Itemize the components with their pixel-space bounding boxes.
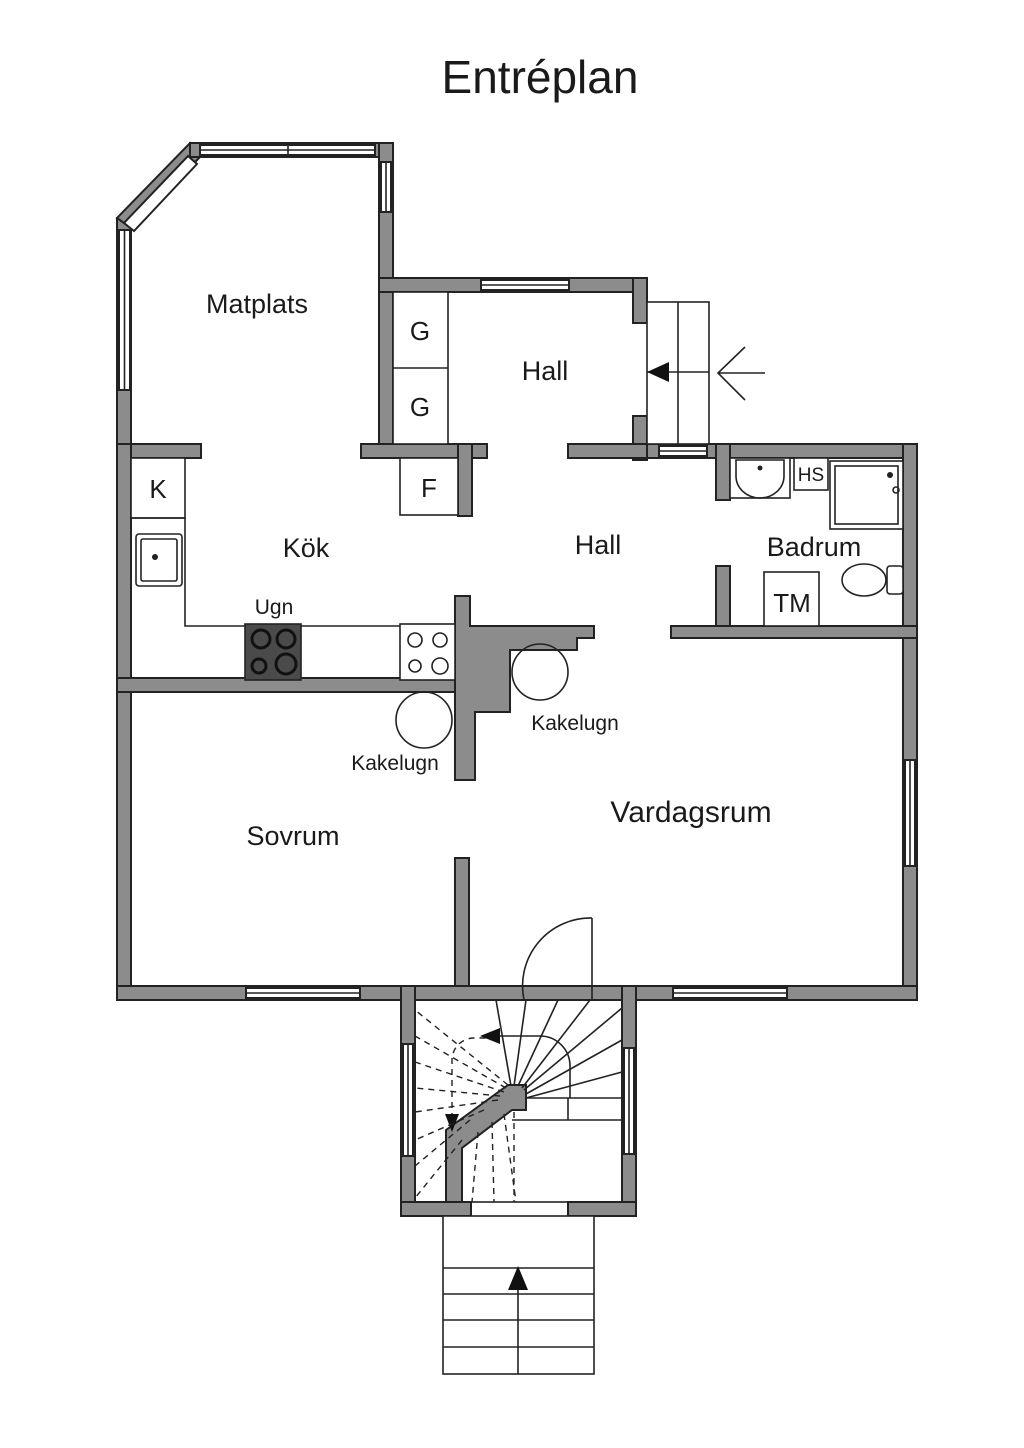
- stair-handrail: [500, 1035, 571, 1098]
- wall-south: [116, 985, 918, 1001]
- wall-frys-side: [457, 443, 473, 517]
- door-swing: [521, 917, 593, 1001]
- room-label-vardagsrum: Vardagsrum: [610, 796, 771, 829]
- windows: [118, 144, 916, 1157]
- hall-closets: G G F: [392, 291, 459, 516]
- tm-box: [763, 571, 820, 627]
- room-label-hall-upper: Hall: [522, 356, 569, 386]
- entrance-steps-east: [646, 301, 765, 445]
- interior-stair: [414, 999, 623, 1203]
- wall-sovrum-vardagsrum: [454, 857, 470, 1001]
- plan-title: Entréplan: [442, 51, 639, 103]
- wall-west: [116, 443, 132, 1001]
- ugn-label: Ugn: [255, 596, 294, 619]
- closet-label-g1: G: [410, 316, 430, 346]
- kitchen-fixtures: K Ugn: [130, 457, 456, 681]
- bathroom-fixtures: HS TM: [729, 457, 904, 627]
- kyl-box: [130, 457, 186, 519]
- kakelugn-circle-2: [395, 691, 453, 749]
- stair-arrow-down-icon: [445, 1114, 459, 1132]
- toilet-icon: [841, 563, 904, 597]
- wall-badrum-south: [670, 625, 918, 639]
- front-steps-south: [442, 1215, 595, 1375]
- window-matplats-diagonal: [122, 154, 199, 233]
- wall-badrum-west-upper: [715, 443, 731, 501]
- hs-box: [793, 457, 829, 491]
- room-label-hall-lower: Hall: [575, 530, 622, 560]
- wall-hall-east-upper: [632, 277, 648, 324]
- tm-label: TM: [773, 588, 811, 618]
- room-label-badrum: Badrum: [767, 532, 862, 562]
- kakelugn-label-1: Kakelugn: [531, 712, 619, 735]
- kyl-label: K: [149, 474, 167, 504]
- kakelugn-label-2: Kakelugn: [351, 752, 439, 775]
- wall-stairhall-south-west: [400, 1201, 472, 1217]
- kakelugn-circle-1: [511, 643, 569, 701]
- room-label-kok: Kök: [283, 533, 330, 563]
- wall-hall-stub-east: [567, 443, 648, 459]
- closet-label-g2: G: [410, 392, 430, 422]
- frys-label: F: [421, 473, 437, 503]
- room-label-sovrum: Sovrum: [246, 821, 339, 851]
- stair-arrow-up-icon: [480, 1028, 500, 1044]
- wall-east: [902, 443, 918, 1001]
- arrow-up-icon: [508, 1266, 528, 1290]
- arrow-entry-icon: [647, 362, 669, 382]
- frys-box: [399, 457, 459, 516]
- wall-stairhall-south-east: [567, 1201, 637, 1217]
- room-label-matplats: Matplats: [206, 289, 308, 319]
- hs-label: HS: [798, 465, 824, 486]
- chimney: [454, 595, 595, 781]
- washbasin-icon: [729, 457, 791, 499]
- entrance-arrow-icon: [716, 346, 765, 401]
